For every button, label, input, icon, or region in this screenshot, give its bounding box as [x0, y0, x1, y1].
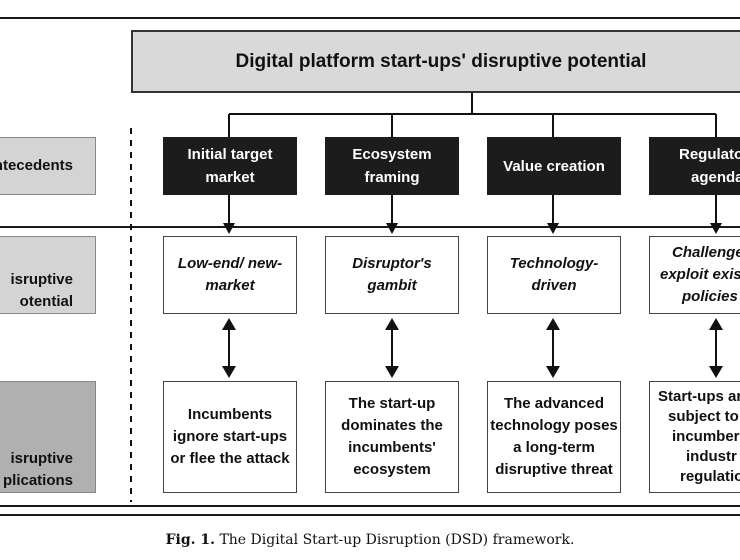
antecedent-box-initial-target-market: Initial target market — [163, 137, 297, 195]
potential-line2: driven — [531, 277, 577, 294]
bottom-border-inner — [0, 514, 740, 516]
potential-box-challenge-policies: Challenge exploit exis policies — [649, 236, 740, 314]
implication-line2: dominates the — [341, 417, 443, 434]
implication-line3: incumber — [672, 428, 740, 445]
implication-box-start-ups-regulation: Start-ups ar subject to incumber industr… — [649, 381, 740, 493]
antecedent-line1: Regulato — [679, 146, 740, 163]
implication-line3: a long-term — [513, 439, 595, 456]
implication-line2: subject to — [668, 408, 739, 425]
implication-line1: The advanced — [503, 395, 605, 412]
row-label-antecedents-text: ntecedents — [0, 157, 73, 174]
implication-line1: The start-up — [348, 395, 436, 412]
implication-line1: Start-ups ar — [658, 388, 740, 405]
diagram-title-box: Digital platform start-ups' disruptive p… — [131, 30, 740, 93]
figure-caption-label: Fig. 1. — [165, 532, 215, 548]
diagram-title: Digital platform start-ups' disruptive p… — [235, 50, 647, 72]
implication-line5: regulatio — [680, 468, 740, 485]
implication-line3: or flee the attack — [170, 450, 290, 467]
implication-line4: industr — [686, 448, 737, 465]
implication-line1: Incumbents — [187, 406, 273, 423]
potential-line1: Challenge — [672, 244, 740, 261]
row-label-antecedents: ntecedents — [0, 137, 96, 195]
antecedent-line2: framing — [364, 169, 420, 186]
down-arrows — [223, 195, 722, 234]
potential-box-low-end-new-market: Low-end/ new- market — [163, 236, 297, 314]
top-border — [0, 17, 740, 19]
middle-divider — [0, 226, 740, 228]
antecedent-box-ecosystem-framing: Ecosystem framing — [325, 137, 459, 195]
antecedent-box-value-creation: Value creation — [487, 137, 621, 195]
potential-line2: exploit exis — [660, 266, 740, 283]
potential-box-disruptors-gambit: Disruptor's gambit — [325, 236, 459, 314]
potential-line1: Low-end/ new- — [177, 255, 283, 272]
implication-box-incumbents-ignore: Incumbents ignore start-ups or flee the … — [163, 381, 297, 493]
figure-caption-text: The Digital Start-up Disruption (DSD) fr… — [219, 532, 575, 548]
potential-line1: Disruptor's — [352, 255, 432, 272]
antecedent-line1: Ecosystem — [352, 146, 432, 163]
antecedent-line2: market — [205, 169, 255, 186]
implication-line4: disruptive threat — [495, 461, 613, 478]
antecedent-line1: Initial target — [187, 146, 273, 163]
bottom-border — [0, 505, 740, 507]
implication-box-start-up-dominates: The start-up dominates the incumbents' e… — [325, 381, 459, 493]
antecedent-line1: Value creation — [503, 157, 605, 175]
row-label-disruptive-potential: isruptive otential — [0, 236, 96, 314]
implication-line3: incumbents' — [348, 439, 436, 456]
row-label-disruptive-implications: isruptive plications — [0, 381, 96, 493]
implication-line4: ecosystem — [353, 461, 431, 478]
implication-line2: ignore start-ups — [172, 428, 288, 445]
potential-line3: policies — [682, 288, 738, 305]
row-label-implications-line1: isruptive — [10, 450, 73, 467]
implication-box-advanced-technology: The advanced technology poses a long-ter… — [487, 381, 621, 493]
row-label-potential-line1: isruptive — [10, 271, 73, 288]
potential-box-technology-driven: Technology- driven — [487, 236, 621, 314]
potential-line2: market — [205, 277, 255, 294]
antecedent-line2: agenda — [691, 169, 740, 186]
bidirectional-arrows — [222, 318, 723, 378]
potential-line1: Technology- — [509, 255, 599, 272]
antecedent-box-regulatory-agenda: Regulato agenda — [649, 137, 740, 195]
row-label-implications-line2: plications — [2, 472, 73, 489]
implication-line2: technology poses — [490, 417, 618, 434]
row-label-potential-line2: otential — [19, 293, 73, 310]
potential-line2: gambit — [367, 277, 417, 294]
figure-caption: Fig. 1. The Digital Start-up Disruption … — [0, 532, 740, 548]
